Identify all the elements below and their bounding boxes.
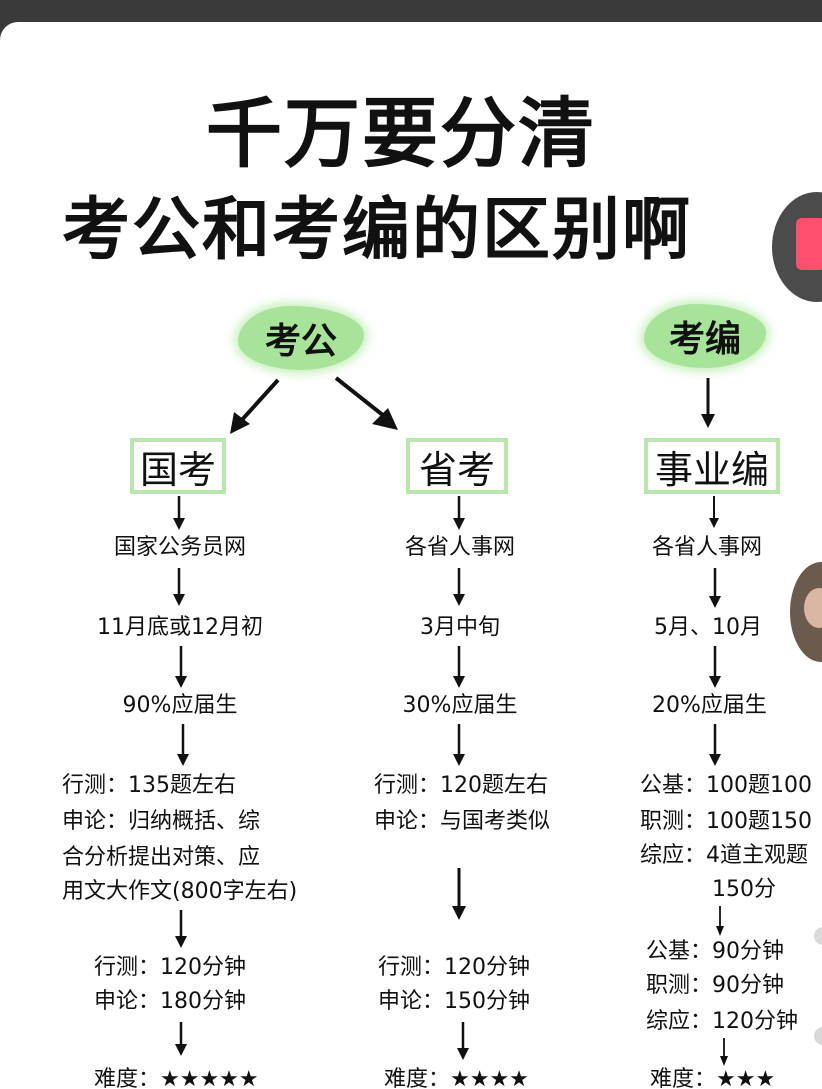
- arrow-head-shengkao: [372, 408, 398, 430]
- shiyebian-duration-2: 职测：90分钟: [646, 973, 784, 998]
- arrow-down: [709, 646, 721, 688]
- shiyebian-ratio: 20%应届生: [652, 693, 767, 718]
- shengkao-duration-1: 行测：120分钟: [378, 955, 530, 980]
- arrow-down: [175, 1022, 187, 1056]
- arrow-to-guokao: [238, 378, 280, 424]
- guokao-exam-2: 申论：归纳概括、综: [62, 809, 261, 834]
- arrow-down: [453, 496, 465, 530]
- shengkao-duration-2: 申论：150分钟: [378, 989, 530, 1014]
- title-line-1: 千万要分清: [206, 89, 596, 178]
- shiyebian-exam-3: 综应：4道主观题: [640, 843, 808, 868]
- arrow-down: [709, 568, 721, 608]
- kaobian-node: 考编: [644, 304, 766, 368]
- arrow-down: [177, 724, 189, 766]
- shiyebian-site: 各省人事网: [652, 535, 763, 560]
- shiyebian-exam-1: 公基：100题100: [640, 773, 812, 798]
- guokao-node: 国考: [130, 438, 226, 494]
- guokao-difficulty: 难度：★★★★★: [94, 1067, 259, 1089]
- shiyebian-duration-3: 综应：120分钟: [646, 1009, 798, 1034]
- shiyebian-exam-2: 职测：100题150: [640, 809, 812, 834]
- avatar-face: [804, 588, 822, 628]
- arrow-down: [453, 646, 465, 688]
- arrow-to-shengkao: [334, 376, 386, 418]
- shengkao-exam-2: 申论：与国考类似: [374, 809, 551, 834]
- arrow-down: [720, 1038, 728, 1066]
- edge-dot-2: [814, 1027, 822, 1045]
- shiyebian-node: 事业编: [644, 438, 780, 494]
- shengkao-difficulty: 难度：★★★★: [384, 1067, 529, 1089]
- floating-avatar[interactable]: [790, 562, 822, 662]
- arrow-down: [173, 568, 185, 606]
- arrow-down: [716, 906, 724, 936]
- arrow-down: [709, 724, 721, 766]
- shiyebian-exam-4: 150分: [712, 877, 776, 902]
- shengkao-exam-1: 行测：120题左右: [374, 773, 548, 798]
- arrow-down: [453, 724, 465, 766]
- guokao-exam-1: 行测：135题左右: [62, 773, 236, 798]
- guokao-duration-2: 申论：180分钟: [94, 989, 246, 1014]
- arrow-down: [709, 496, 719, 528]
- guokao-duration-1: 行测：120分钟: [94, 955, 246, 980]
- arrow-down: [452, 868, 466, 920]
- arrow-down: [175, 910, 187, 948]
- kaogong-node: 考公: [238, 306, 364, 370]
- arrow-down: [457, 1022, 469, 1060]
- edge-dot-1: [814, 927, 822, 945]
- shengkao-node: 省考: [406, 438, 508, 494]
- shengkao-time: 3月中旬: [420, 615, 500, 640]
- arrow-down: [453, 568, 465, 606]
- arrow-down: [173, 496, 185, 530]
- app-badge-icon: [796, 218, 822, 270]
- guokao-site: 国家公务员网: [113, 535, 246, 560]
- guokao-exam-3: 合分析提出对策、应: [62, 845, 261, 870]
- guokao-time: 11月底或12月初: [97, 615, 263, 640]
- shiyebian-duration-1: 公基：90分钟: [646, 939, 784, 964]
- arrow-down: [701, 378, 715, 428]
- title-line-2: 考公和考编的区别啊: [62, 191, 693, 270]
- shiyebian-difficulty: 难度：★★★: [650, 1067, 776, 1089]
- arrow-down: [175, 646, 187, 688]
- shengkao-site: 各省人事网: [404, 535, 515, 560]
- split-arrows: [230, 376, 398, 434]
- infographic-page: 千万要分清 考公和考编的区别啊 考公 国考 国家公务员网 11月底或12月初 9…: [0, 22, 822, 1089]
- guokao-exam-4: 用文大作文(800字左右): [62, 879, 298, 904]
- shiyebian-time: 5月、10月: [654, 615, 762, 640]
- guokao-ratio: 90%应届生: [122, 693, 238, 718]
- shengkao-ratio: 30%应届生: [402, 693, 518, 718]
- arrow-head-guokao: [230, 412, 250, 434]
